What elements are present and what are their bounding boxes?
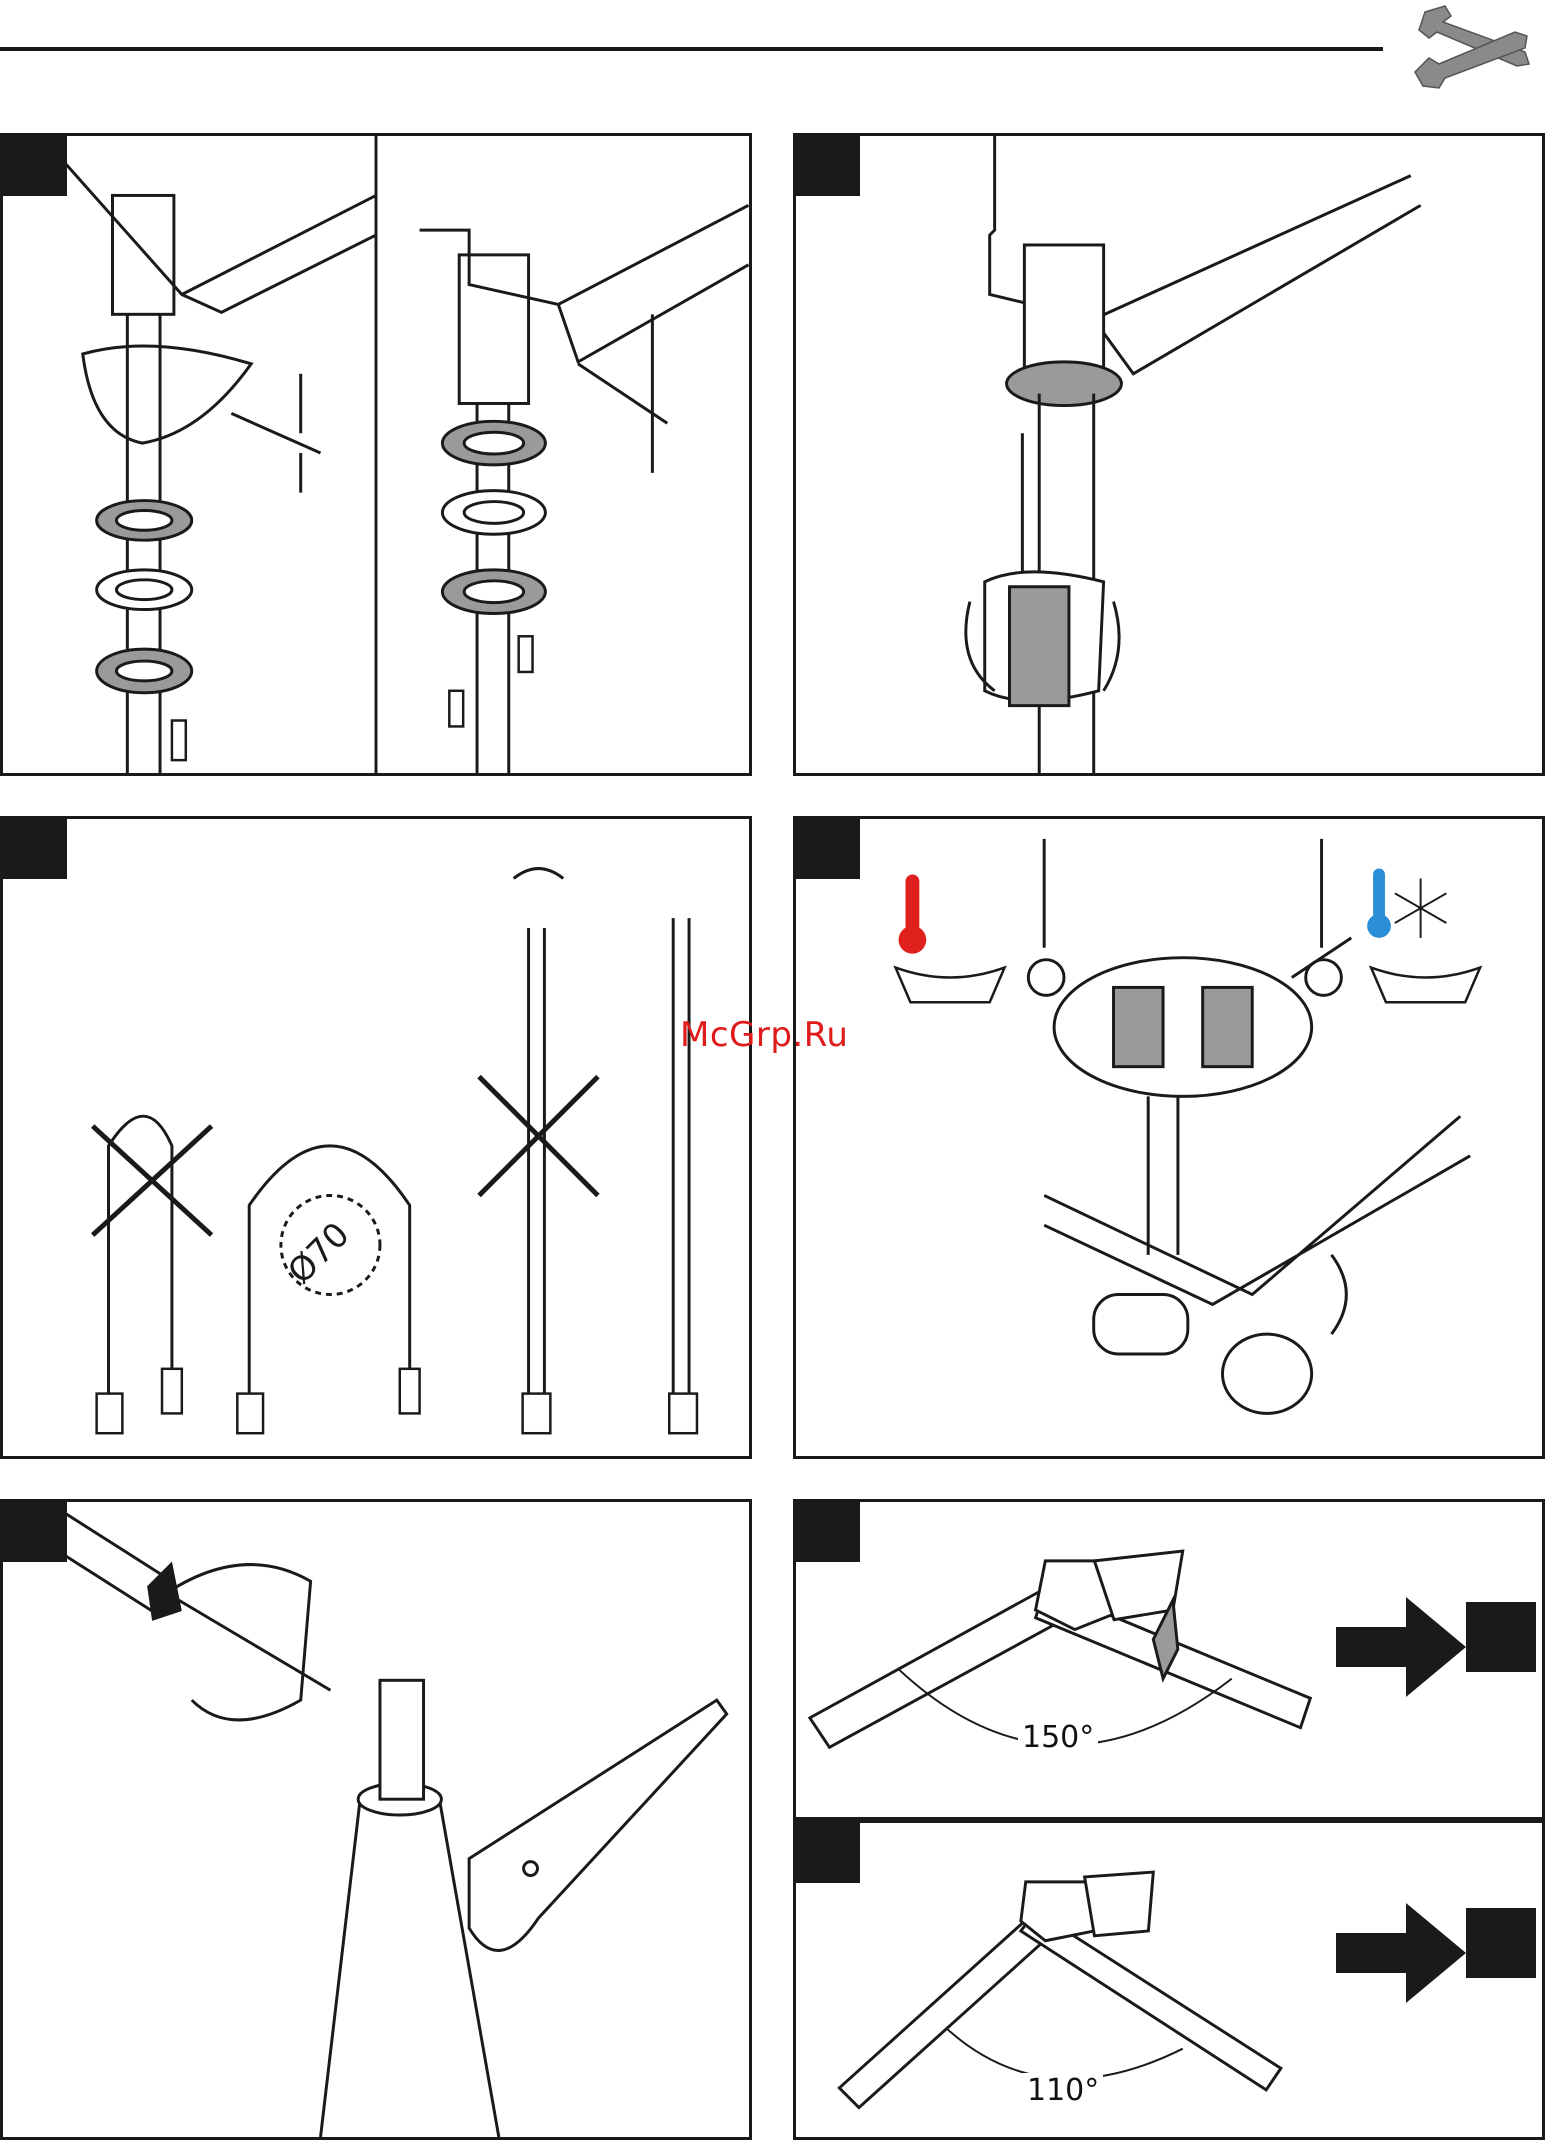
panel-hose-bending: Ø70 [0, 816, 752, 1459]
header-rule [0, 47, 1383, 51]
panel-water-connection [793, 816, 1545, 1459]
connection-illustration [796, 819, 1542, 1456]
snowflake-icon [1395, 878, 1447, 937]
panel-swivel-110: 110° [793, 1820, 1545, 2140]
hot-thermometer-icon [899, 874, 927, 953]
mounting-illustration [3, 136, 749, 773]
watermark: McGrp.Ru [680, 1015, 848, 1055]
next-step-box[interactable] [1466, 1602, 1536, 1672]
spout-illustration [3, 1502, 749, 2137]
next-step-arrow-icon[interactable] [1336, 1903, 1466, 2003]
tighten-illustration [796, 136, 1542, 773]
panel-spout-screw [0, 1499, 752, 2140]
angle-label-110: 110° [1023, 2073, 1103, 2108]
tools-icon [1405, 2, 1535, 90]
panel-mounting-parts [0, 133, 752, 776]
panel-swivel-150: 150° [793, 1499, 1545, 1820]
cold-thermometer-icon [1367, 869, 1391, 938]
next-step-box[interactable] [1466, 1908, 1536, 1978]
panel-tighten-screw [793, 133, 1545, 776]
next-step-arrow-icon[interactable] [1336, 1597, 1466, 1697]
angle-label-150: 150° [1018, 1720, 1098, 1755]
hose-illustration: Ø70 [3, 819, 749, 1456]
diameter-label: Ø70 [280, 1215, 357, 1292]
